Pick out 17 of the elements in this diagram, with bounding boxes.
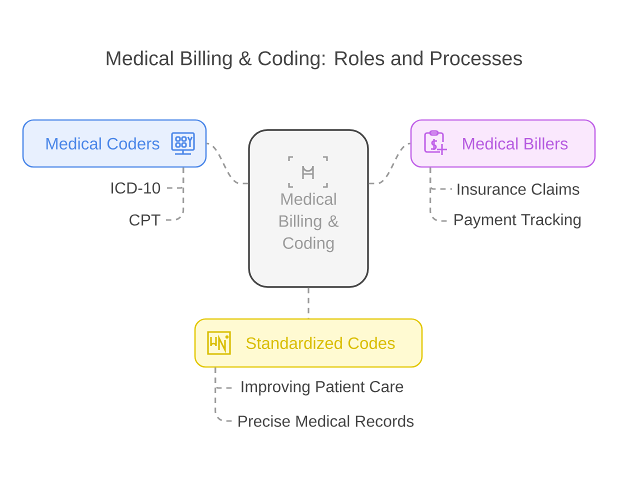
item-label: Precise Medical Records — [238, 415, 414, 427]
connector — [308, 288, 310, 318]
connector — [165, 168, 184, 221]
role-box: Standardized Codes — [194, 318, 423, 368]
connector — [430, 168, 449, 222]
item-label: CPT — [130, 214, 160, 226]
title: Medical Billing & Coding: Roles and Processes — [106, 50, 522, 70]
role-box: Medical Billers — [410, 119, 596, 168]
item-label: Payment Tracking — [454, 214, 581, 228]
hub-box: Medical Billing & Coding — [248, 129, 369, 288]
item-label: ICD-10 — [112, 182, 160, 194]
role-box: Medical Coders — [22, 119, 207, 168]
connector — [214, 368, 233, 422]
connector — [368, 142, 411, 184]
connector — [206, 142, 248, 184]
item-label: Improving Patient Care — [242, 380, 404, 396]
item-label: Insurance Claims — [458, 183, 580, 195]
